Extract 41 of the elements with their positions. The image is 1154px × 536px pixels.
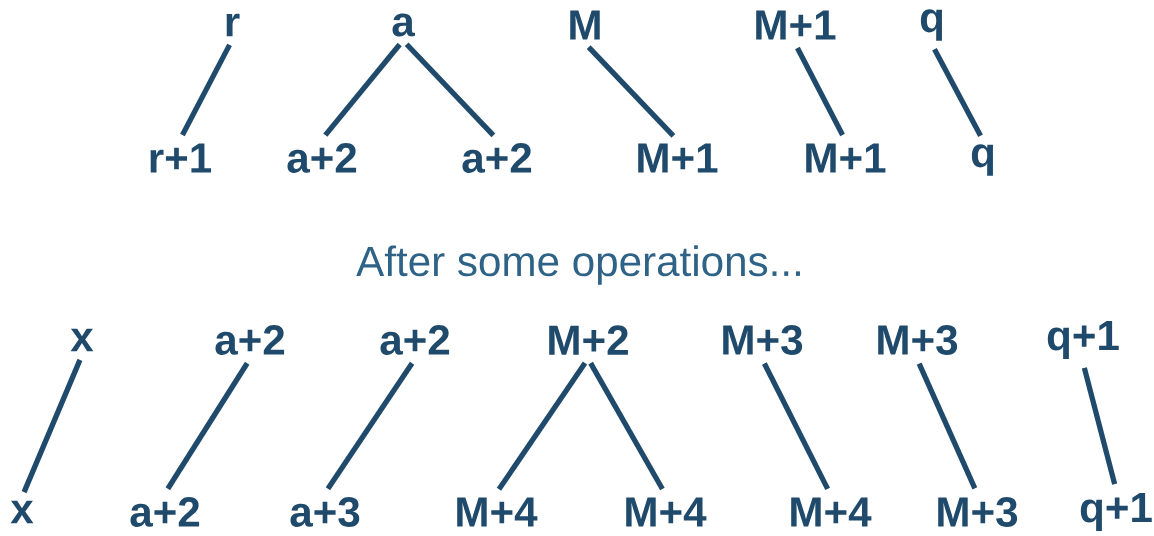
node-label: x (70, 328, 94, 352)
node-label: M+1 (806, 143, 886, 173)
tree-line (932, 48, 983, 137)
node-label: q+1 (1080, 493, 1152, 531)
tree-line (404, 42, 496, 138)
node-label: q (920, 9, 943, 41)
tree-line (496, 361, 588, 491)
node-label: q (971, 144, 994, 176)
tree-line (588, 361, 665, 491)
node-label: M+1 (756, 10, 836, 40)
node-label: M+3 (723, 325, 803, 355)
node-label: r (226, 13, 240, 37)
tree-line (325, 361, 415, 491)
tree-line (1081, 367, 1118, 485)
node-label: M+3 (878, 325, 958, 355)
node-label: M+3 (938, 497, 1018, 527)
node-label: a (392, 13, 415, 37)
caption-text: After some operations... (356, 245, 800, 285)
node-label: M+2 (549, 325, 628, 355)
tree-line (795, 46, 845, 137)
node-label: M+4 (457, 497, 538, 527)
node-label: a+2 (215, 325, 285, 355)
tree-line (762, 362, 830, 491)
node-label: M+4 (626, 497, 707, 527)
node-label: M+1 (638, 143, 718, 173)
node-label: a+2 (380, 325, 450, 355)
node-label: M (570, 10, 600, 40)
node-label: a+2 (462, 143, 532, 173)
node-label: M+4 (791, 497, 872, 527)
node-label: a+2 (287, 143, 357, 173)
tree-line (165, 361, 250, 491)
node-label: r+1 (150, 143, 212, 173)
tree-line (21, 358, 83, 494)
node-label: a+2 (130, 497, 200, 527)
node-label: q+1 (1047, 321, 1119, 359)
node-label: a+3 (290, 497, 360, 527)
tree-line (916, 362, 978, 490)
node-label: x (10, 500, 34, 524)
tree-line (586, 45, 676, 138)
tree-line (180, 43, 232, 137)
tree-line (323, 42, 402, 137)
